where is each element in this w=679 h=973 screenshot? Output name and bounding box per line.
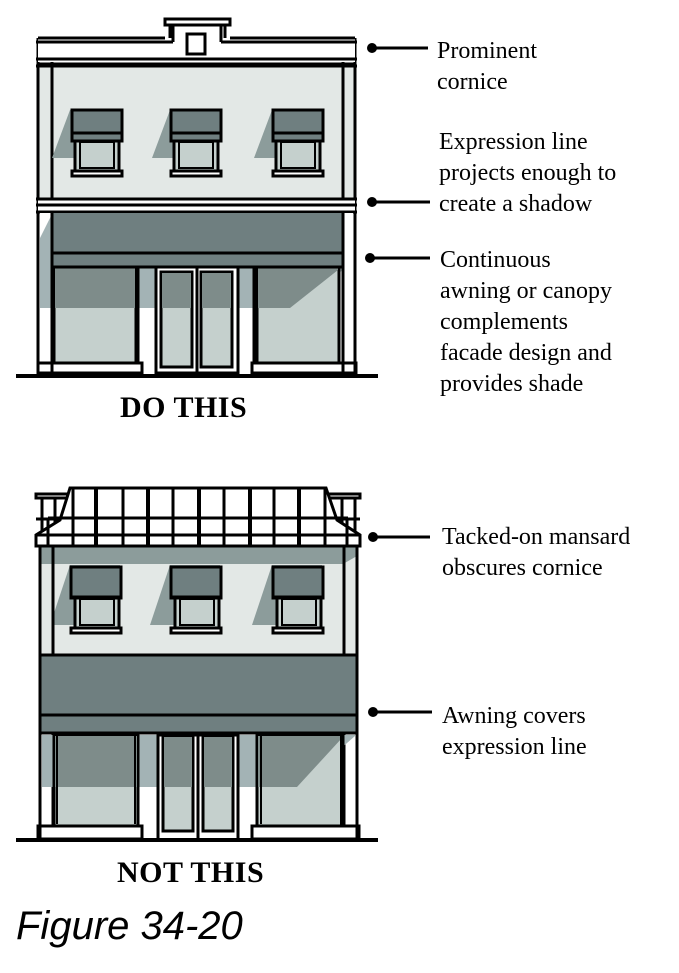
callout-continuous-awning: Continuous awning or canopy complements … [440, 247, 612, 397]
expression-line [36, 197, 357, 214]
tacked-on-mansard [34, 486, 362, 548]
caption-not-this: NOT THIS [117, 856, 265, 889]
window-awning [70, 108, 124, 143]
caption-do-this: DO THIS [120, 391, 248, 424]
storefront [36, 733, 361, 842]
upper-window-1 [70, 108, 124, 178]
awning-covers-expression-line [38, 653, 359, 735]
upper-window-2 [169, 565, 223, 635]
bad-building [16, 486, 378, 842]
upper-window-1 [69, 565, 123, 635]
continuous-awning [50, 213, 345, 269]
upper-window-2 [169, 108, 223, 178]
callout-awning-covers: Awning covers expression line [442, 703, 587, 760]
mansard-ribs [46, 488, 349, 546]
upper-window-3 [271, 108, 325, 178]
storefront [36, 213, 358, 375]
callout-prominent-cornice: Prominent cornice [437, 38, 537, 95]
cornice-panel [185, 32, 207, 56]
prominent-cornice [36, 17, 357, 68]
window-awning [69, 565, 123, 600]
bad-leaders [368, 532, 432, 717]
good-building [16, 17, 378, 378]
good-leaders [365, 43, 430, 263]
callout-tacked-on-mansard: Tacked-on mansard obscures cornice [442, 524, 631, 581]
window-awning [169, 108, 223, 143]
window-awning [271, 565, 325, 600]
figure-title: Figure 34-20 [16, 904, 243, 948]
upper-window-3 [271, 565, 325, 635]
callout-expression-line: Expression line projects enough to creat… [439, 129, 617, 217]
window-awning [271, 108, 325, 143]
window-awning [169, 565, 223, 600]
